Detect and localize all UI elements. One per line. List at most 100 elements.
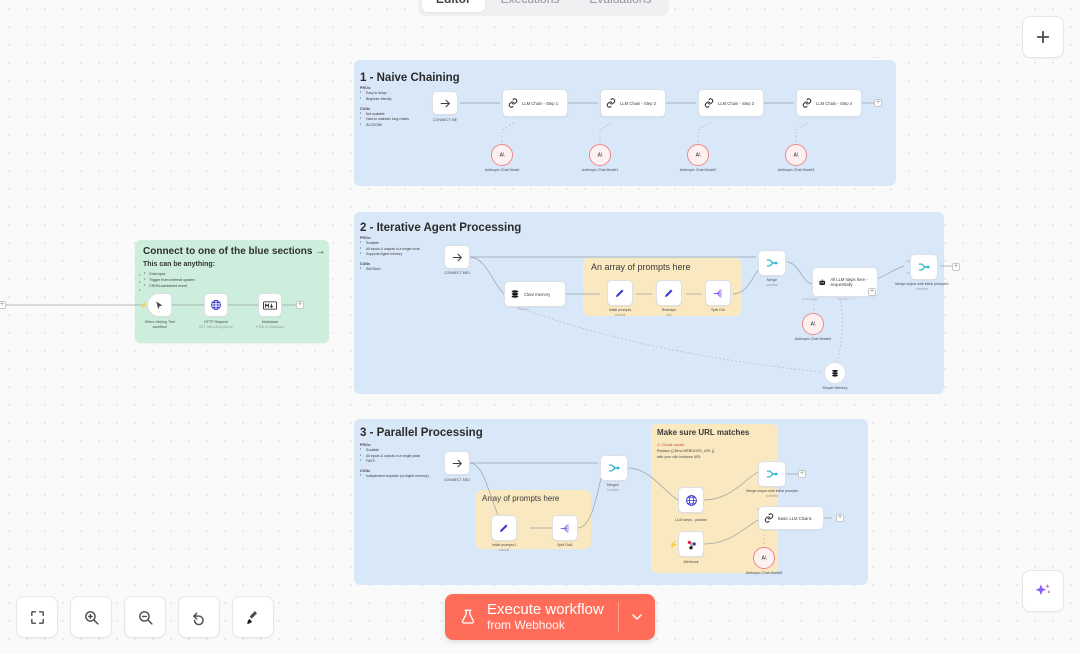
- node-reshape[interactable]: [656, 280, 682, 306]
- node-caption-reshape: Reshape raw: [662, 308, 676, 317]
- reset-zoom-button[interactable]: [178, 596, 220, 638]
- cons-list-1: Not scalable Hard to maintain long chain…: [360, 111, 428, 128]
- node-connect-me1[interactable]: [444, 245, 470, 269]
- pros-list-3: Scalable All inputs & outputs in a singl…: [360, 447, 436, 464]
- node-caption-anthropic-1: Anthropic Chat Model1: [581, 168, 619, 172]
- ai-assistant-button[interactable]: [1022, 570, 1064, 612]
- node-label: Reshape: [661, 308, 677, 312]
- node-merge-output-initial-prompts1[interactable]: [910, 254, 938, 280]
- fit-view-button[interactable]: [16, 596, 58, 638]
- green-note-bullets: Chat input Trigger from external system …: [144, 271, 195, 289]
- node-initial-prompts[interactable]: [607, 280, 633, 306]
- add-node-port-1[interactable]: +: [874, 99, 882, 107]
- node-merge[interactable]: [758, 250, 786, 276]
- zoom-out-button[interactable]: [124, 596, 166, 638]
- list-item: Independent requests (no Agent memory): [360, 473, 436, 479]
- list-item: Trigger from external system: [144, 277, 195, 284]
- merge-icon: [766, 259, 778, 267]
- add-node-port-green[interactable]: +: [296, 301, 304, 309]
- node-sublabel: combine: [765, 493, 779, 498]
- node-llm-chain-step-2[interactable]: LLM Chain - Step 2: [600, 89, 666, 117]
- sticky-note-parallel-processing[interactable]: 3 - Parallel Processing PROs: Scalable A…: [354, 419, 868, 585]
- node-caption-webhook: Webhook: [683, 560, 699, 564]
- node-all-llm-steps-sequentially[interactable]: All LLM steps here - sequentially: [812, 267, 878, 297]
- node-llm-chain-step-4[interactable]: LLM Chain - Step 4: [796, 89, 862, 117]
- add-node-port-4[interactable]: +: [836, 514, 844, 522]
- node-webhook[interactable]: [678, 531, 704, 557]
- editor-tabs[interactable]: Editor Executions Evaluations: [418, 0, 670, 16]
- undo-icon: [192, 612, 204, 625]
- node-caption-connect-me1: CONNECT ME1: [443, 271, 471, 275]
- chain-icon: [606, 98, 616, 108]
- node-caption-simple-memory: Simple Memory: [822, 386, 848, 390]
- node-connect-me2[interactable]: [444, 451, 470, 475]
- pros-label-3: PROs:: [360, 443, 372, 447]
- node-basic-llm-chain1[interactable]: Basic LLM Chain1: [758, 506, 824, 530]
- node-http-request[interactable]: [204, 293, 228, 317]
- pros-label-1: PROs:: [360, 86, 372, 90]
- node-label: Merge output with initial prompts: [746, 489, 798, 493]
- svg-text:A\: A\: [794, 153, 799, 159]
- list-item: Easy to setup: [360, 90, 428, 96]
- green-note-bullet-dots: •••: [139, 272, 141, 292]
- tab-evaluations[interactable]: Evaluations: [575, 0, 665, 12]
- node-initial-prompts1[interactable]: [491, 515, 517, 541]
- add-node-port-3[interactable]: +: [798, 470, 806, 478]
- node-split-out[interactable]: [705, 280, 731, 306]
- merge-icon: [918, 263, 930, 271]
- node-anthropic-chat-model[interactable]: A\: [491, 144, 513, 166]
- node-caption-merge-output: Merge output with initial prompts combin…: [743, 489, 801, 498]
- globe-icon: [211, 300, 221, 310]
- add-node-port-2[interactable]: +: [952, 263, 960, 271]
- sticky-note-options-1[interactable]: ⋯: [872, 55, 881, 62]
- list-item: Still Slow!: [360, 266, 432, 272]
- node-sublabel: GET: https://blog.n8n.io/: [198, 324, 234, 329]
- node-label: LLM Chain - Step 3: [718, 100, 755, 106]
- tab-executions[interactable]: Executions: [487, 0, 574, 12]
- green-note-title: Connect to one of the blue sections →: [143, 246, 326, 257]
- yellow-note-title-2: An array of prompts here: [591, 262, 691, 272]
- node-anthropic-chat-model5[interactable]: A\: [753, 547, 775, 569]
- node-connect-me[interactable]: [432, 91, 458, 115]
- arrow-right-icon: [452, 253, 462, 261]
- sticky-note-connect-blue-sections[interactable]: Connect to one of the blue sections → Th…: [135, 240, 329, 343]
- chevron-down-icon[interactable]: [629, 609, 645, 625]
- node-anthropic-chat-model2[interactable]: A\: [687, 144, 709, 166]
- url-note-title: Make sure URL matches: [657, 428, 750, 437]
- node-clear-memory[interactable]: Clear memory: [504, 281, 566, 307]
- node-merge2[interactable]: [600, 455, 628, 481]
- list-item: Scalable: [360, 447, 436, 453]
- zoom-in-icon: [84, 610, 99, 625]
- node-caption-anthropic-0: Anthropic Chat Model: [484, 168, 520, 172]
- canvas-left-port[interactable]: +: [0, 301, 6, 309]
- add-node-button[interactable]: [1022, 16, 1064, 58]
- execute-workflow-button[interactable]: Execute workflow from Webhook: [445, 593, 655, 640]
- node-simple-memory[interactable]: [824, 362, 846, 384]
- add-node-port-memory[interactable]: +: [868, 288, 876, 296]
- list-item: Supports Agent memory: [360, 251, 432, 257]
- node-sublabel: HTML to Markdown: [256, 324, 284, 329]
- node-llm-chain-step-1[interactable]: LLM Chain - Step 1: [502, 89, 568, 117]
- node-anthropic-chat-model4[interactable]: A\: [802, 313, 824, 335]
- node-llm-steps-parallel[interactable]: [678, 487, 704, 513]
- node-llm-chain-step-3[interactable]: LLM Chain - Step 3: [698, 89, 764, 117]
- node-label: Merge output with initial prompts1: [895, 282, 949, 286]
- tab-editor[interactable]: Editor: [422, 0, 485, 12]
- list-item: Not scalable: [360, 111, 428, 117]
- node-anthropic-chat-model3[interactable]: A\: [785, 144, 807, 166]
- merge-icon: [766, 470, 778, 478]
- node-caption-merge: Merge combine: [766, 278, 778, 287]
- node-when-clicking-test-workflow[interactable]: [147, 293, 172, 317]
- node-anthropic-chat-model1[interactable]: A\: [589, 144, 611, 166]
- zoom-in-button[interactable]: [70, 596, 112, 638]
- svg-text:A\: A\: [696, 153, 701, 159]
- node-markdown[interactable]: [258, 293, 282, 317]
- tidy-up-button[interactable]: [232, 596, 274, 638]
- node-split-out1[interactable]: [552, 515, 578, 541]
- node-caption-anthropic-3: Anthropic Chat Model3: [777, 168, 815, 172]
- node-merge-output-initial-prompts[interactable]: [758, 461, 786, 487]
- node-label: Clear memory: [524, 291, 551, 297]
- canvas-zoom-toolbar[interactable]: [16, 596, 274, 638]
- fit-view-icon: [30, 610, 44, 624]
